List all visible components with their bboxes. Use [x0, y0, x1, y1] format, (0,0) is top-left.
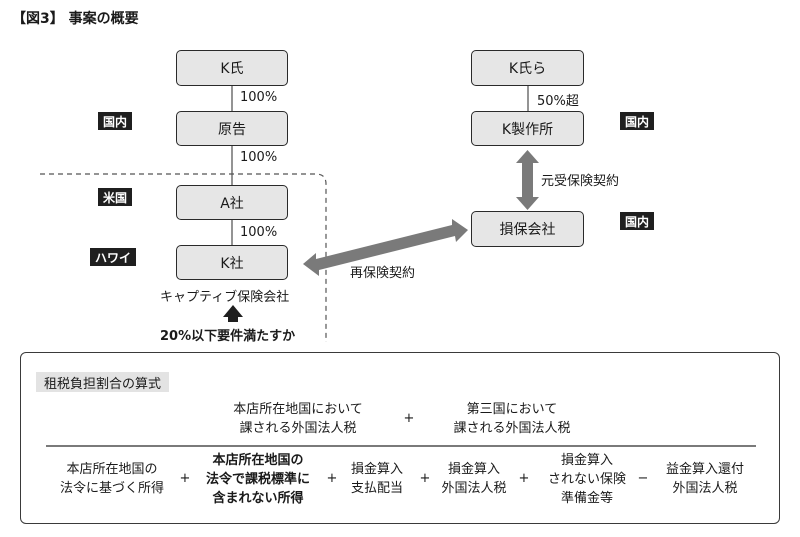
ownership-a-kcompany: 100%: [240, 225, 278, 240]
up-arrow-icon: [223, 305, 243, 322]
denominator-term-reserves: 損金算入 されない保険 準備金等: [547, 453, 627, 506]
reinsurance-arrow-icon: [303, 219, 468, 276]
denominator-term-excluded-income: 本店所在地国の 法令で課税標準に 含まれない所得: [205, 453, 311, 506]
denominator-term-dividends: 損金算入 支払配当: [350, 462, 404, 496]
entity-a-company: A社: [176, 185, 288, 220]
requirement-question: 20%以下要件満たすか: [160, 329, 296, 344]
entity-k-manufacturing: K製作所: [471, 111, 584, 146]
entity-k: K氏: [176, 50, 288, 86]
region-tag-domestic-mfg: 国内: [620, 112, 655, 130]
ownership-kgroup-mfg: 50%超: [537, 94, 579, 109]
reinsurance-label: 再保険契約: [350, 266, 416, 281]
captive-label: キャプティブ保険会社: [160, 290, 290, 305]
figure-title: 【図3】 事案の概要: [12, 11, 139, 27]
region-tag-domestic-insurer: 国内: [620, 212, 655, 230]
primary-contract-label: 元受保険契約: [541, 174, 620, 189]
formula-heading: 租税負担割合の算式: [36, 372, 170, 392]
region-tag-us: 米国: [98, 188, 133, 206]
numerator-home-tax: 本店所在地国において 課される外国法人税: [233, 402, 363, 436]
denominator-term-foreign-tax: 損金算入 外国法人税: [441, 462, 507, 496]
operator-2: +: [326, 471, 338, 486]
entity-plaintiff: 原告: [176, 111, 288, 146]
ownership-plaintiff-a: 100%: [240, 150, 278, 165]
operator-5: −: [637, 471, 649, 486]
numerator-third-country-tax: 第三国において 課される外国法人税: [453, 402, 571, 436]
operator-4: +: [518, 471, 530, 486]
entity-k-group: K氏ら: [471, 50, 584, 86]
denominator-term-refund: 益金算入還付 外国法人税: [665, 462, 745, 496]
formula-panel: [20, 352, 780, 524]
entity-insurer: 損保会社: [471, 211, 584, 247]
numerator-plus: +: [403, 411, 415, 426]
region-tag-domestic: 国内: [98, 112, 133, 130]
operator-1: +: [179, 471, 191, 486]
domestic-border-dashed: [40, 173, 327, 342]
region-tag-hawaii: ハワイ: [90, 248, 137, 266]
entity-k-company: K社: [176, 245, 288, 280]
operator-3: +: [419, 471, 431, 486]
denominator-term-income: 本店所在地国の 法令に基づく所得: [59, 462, 165, 496]
ownership-k-plaintiff: 100%: [240, 90, 278, 105]
contract-vertical-arrow-icon: [516, 150, 539, 210]
